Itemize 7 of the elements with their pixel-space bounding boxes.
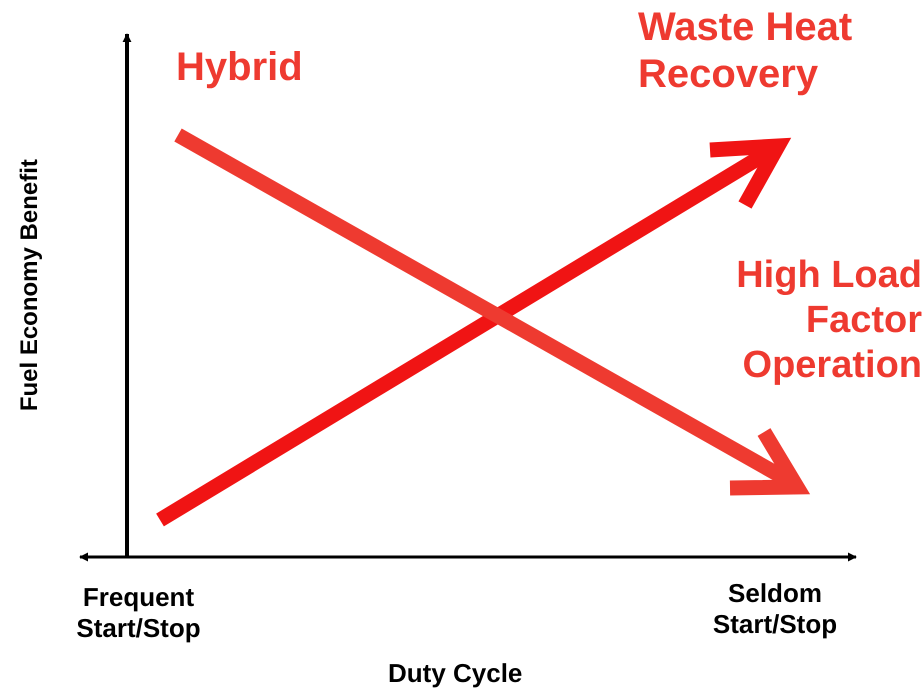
axis-tick-label: Seldom Start/Stop: [712, 578, 838, 640]
axis-title: Fuel Economy Benefit: [16, 159, 44, 412]
axis-title: Duty Cycle: [388, 658, 522, 689]
curve-label: High Load Factor Operation: [735, 253, 922, 388]
curve-label: Hybrid: [176, 44, 303, 91]
axis-tick-label: Frequent Start/Stop: [75, 582, 202, 644]
curve-label: Waste Heat Recovery: [638, 4, 854, 98]
